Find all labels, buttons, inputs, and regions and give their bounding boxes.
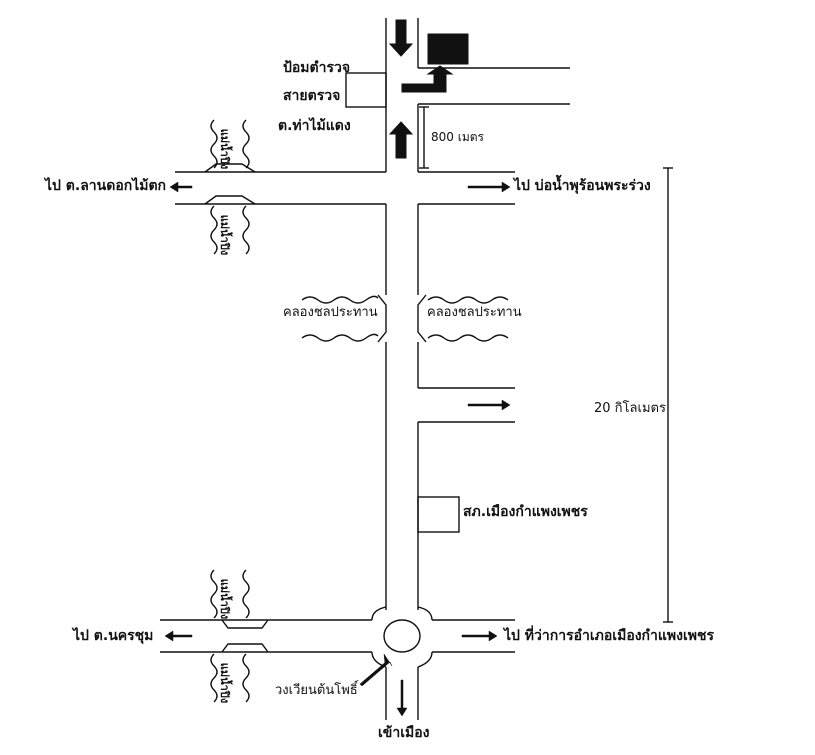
arrow-down-city — [396, 679, 408, 717]
river-wave-4a — [210, 653, 218, 703]
arrow-down-top — [388, 19, 414, 57]
canal-bridge-right — [417, 294, 427, 343]
river-wave-1b — [242, 119, 250, 169]
river-wave-3a — [210, 569, 218, 619]
arrow-turn-right — [401, 65, 454, 93]
roundabout-island — [383, 619, 421, 653]
checkpoint-label-3: ต.ท่าไม้แดง — [278, 118, 351, 134]
river-label-1: แม่น้ำปิง — [218, 128, 232, 170]
destination-building — [427, 33, 469, 65]
label-canal-left: คลองชลประทาน — [283, 305, 378, 320]
river-label-4: แม่น้ำปิง — [218, 662, 232, 704]
canal-wave-right-top — [427, 296, 509, 304]
roundabout-outer — [371, 606, 433, 668]
distance-800-label: 800 เมตร — [431, 130, 484, 144]
river-wave-1a — [210, 119, 218, 169]
river-wave-4b — [242, 653, 250, 703]
arrow-left-nakhon-chum — [164, 630, 193, 642]
river-label-3: แม่น้ำปิง — [218, 578, 232, 620]
arrow-left-lan-dok-mai — [169, 181, 193, 193]
canal-wave-left-bottom — [301, 333, 379, 342]
checkpoint-label-2: สายตรวจ — [283, 88, 341, 104]
arrow-right-district — [461, 630, 498, 642]
label-to-district-office: ไป ที่ว่าการอำเภอเมืองกำแพงเพชร — [504, 628, 715, 644]
canal-wave-left-top — [301, 295, 379, 304]
river-bridge-1 — [204, 163, 256, 173]
label-roundabout: วงเวียนต้นโพธิ์ — [275, 683, 358, 698]
pointer-roundabout — [359, 653, 393, 687]
river-label-2: แม่น้ำปิง — [218, 214, 232, 256]
river-wave-2b — [242, 205, 250, 255]
label-to-lan-dok-mai-tok: ไป ต.ลานดอกไม้ตก — [45, 178, 167, 194]
label-canal-right: คลองชลประทาน — [427, 305, 522, 320]
canal-wave-right-bottom — [427, 334, 509, 342]
arrow-up-bottom — [388, 121, 414, 159]
arrow-right-mid — [467, 399, 511, 411]
label-police-station: สภ.เมืองกำแพงเพชร — [463, 504, 588, 520]
river-wave-2a — [210, 205, 218, 255]
river-bridge-2 — [221, 619, 269, 629]
label-20km: 20 กิโลเมตร — [594, 401, 666, 416]
checkpoint-label-1: ป้อมตำรวจ — [283, 60, 351, 76]
checkpoint-box — [345, 72, 387, 108]
arrow-right-bo-nam-phu — [467, 181, 511, 193]
label-to-nakhon-chum: ไป ต.นครชุม — [73, 628, 154, 644]
police-station-building — [417, 496, 460, 533]
label-to-city: เข้าเมือง — [378, 725, 430, 741]
canal-bridge-left — [377, 294, 387, 343]
label-to-bo-nam-phu-ron: ไป บ่อน้ำพุร้อนพระร่วง — [514, 178, 651, 194]
river-wave-3b — [242, 569, 250, 619]
